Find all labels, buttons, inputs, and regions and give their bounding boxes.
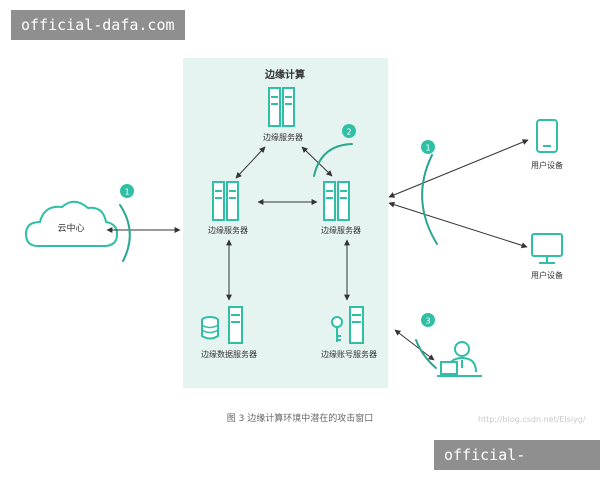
arrow-right-phone xyxy=(388,139,529,198)
badge-1-right: 1 xyxy=(421,140,435,154)
account-server-label: 边缘账号服务器 xyxy=(321,349,377,359)
credit-watermark: http://blog.csdn.net/Elsiyg/ xyxy=(478,415,586,424)
server-icon-account xyxy=(349,306,364,344)
attack-arc-3 xyxy=(415,339,437,369)
region-title: 边缘计算 xyxy=(264,68,305,81)
phone-label: 用户设备 xyxy=(531,160,563,170)
badge-2: 2 xyxy=(342,124,356,138)
cloud-icon xyxy=(24,200,119,247)
figure-caption: 图 3 边缘计算环境中潜在的攻击窗口 xyxy=(227,412,373,424)
svg-text:3: 3 xyxy=(425,317,430,326)
connection-arrows xyxy=(106,139,529,361)
phone-icon xyxy=(536,119,558,153)
attack-arc-1-left xyxy=(119,204,131,262)
server-top-label: 边缘服务器 xyxy=(263,132,303,142)
badge-3: 3 xyxy=(421,313,435,327)
server-left-label: 边缘服务器 xyxy=(208,225,248,235)
svg-text:2: 2 xyxy=(346,128,351,137)
server-icon-right xyxy=(323,181,350,221)
diagram-canvas: 边缘计算 云中心 边缘服务器 边缘服务器 边缘服务器 xyxy=(24,58,563,424)
server-right-label: 边缘服务器 xyxy=(321,225,361,235)
server-icon-data xyxy=(228,306,243,344)
key-icon xyxy=(331,316,343,342)
attack-arcs xyxy=(119,143,438,369)
svg-text:1: 1 xyxy=(124,188,129,197)
monitor-icon xyxy=(531,233,563,264)
arrow-top-left xyxy=(235,146,266,179)
svg-text:1: 1 xyxy=(425,144,430,153)
watermark-top: official-dafa.com xyxy=(11,10,185,40)
data-server-label: 边缘数据服务器 xyxy=(201,349,257,359)
monitor-label: 用户设备 xyxy=(531,270,563,280)
attack-arc-2 xyxy=(313,143,353,177)
attack-arc-1-right xyxy=(421,154,438,245)
watermark-bottom: official-dafa.com xyxy=(434,440,600,494)
user-laptop-icon xyxy=(437,341,482,377)
arrow-right-monitor xyxy=(388,201,528,249)
arrow-top-right xyxy=(301,146,333,177)
server-icon-left xyxy=(212,181,239,221)
cloud-label: 云中心 xyxy=(57,222,84,234)
arrow-account-user xyxy=(394,329,435,361)
database-icon xyxy=(201,316,219,340)
badge-1-left: 1 xyxy=(120,184,134,198)
server-icon-top xyxy=(268,87,295,127)
